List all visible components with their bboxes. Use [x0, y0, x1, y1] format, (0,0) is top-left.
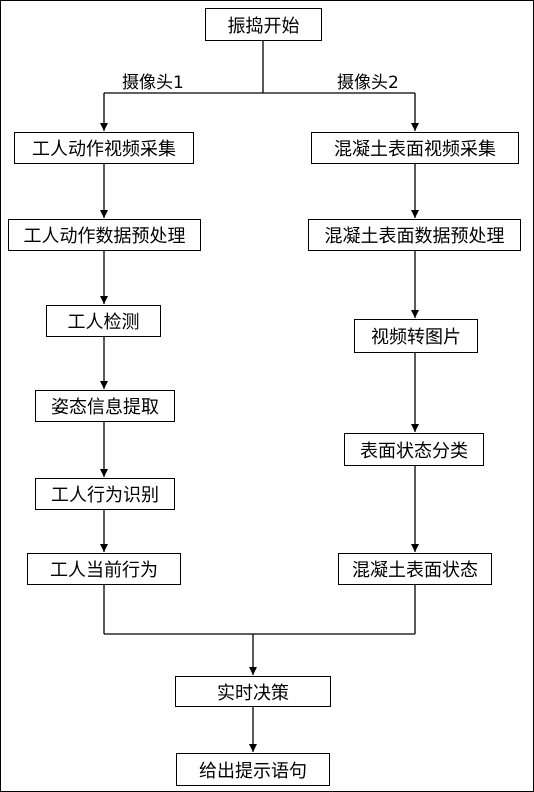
right-step-preprocess: 混凝土表面数据预处理 [308, 219, 521, 251]
left-step-worker-detection: 工人检测 [46, 305, 161, 337]
prompt-output-box: 给出提示语句 [176, 753, 330, 786]
realtime-decision-box: 实时决策 [175, 676, 331, 707]
right-step-video-capture: 混凝土表面视频采集 [311, 132, 519, 164]
left-step-current-behavior: 工人当前行为 [27, 553, 181, 585]
left-step-preprocess: 工人动作数据预处理 [8, 219, 201, 251]
right-step-video-to-image: 视频转图片 [354, 319, 478, 353]
left-step-behavior-recognition: 工人行为识别 [35, 478, 175, 510]
right-step-surface-classification: 表面状态分类 [344, 433, 484, 466]
left-step-video-capture: 工人动作视频采集 [14, 132, 194, 164]
camera-1-label: 摄像头1 [122, 73, 184, 93]
start-box: 振捣开始 [205, 8, 322, 41]
left-step-pose-extraction: 姿态信息提取 [35, 390, 175, 422]
camera-2-label: 摄像头2 [337, 73, 399, 93]
right-step-surface-state: 混凝土表面状态 [338, 553, 492, 585]
